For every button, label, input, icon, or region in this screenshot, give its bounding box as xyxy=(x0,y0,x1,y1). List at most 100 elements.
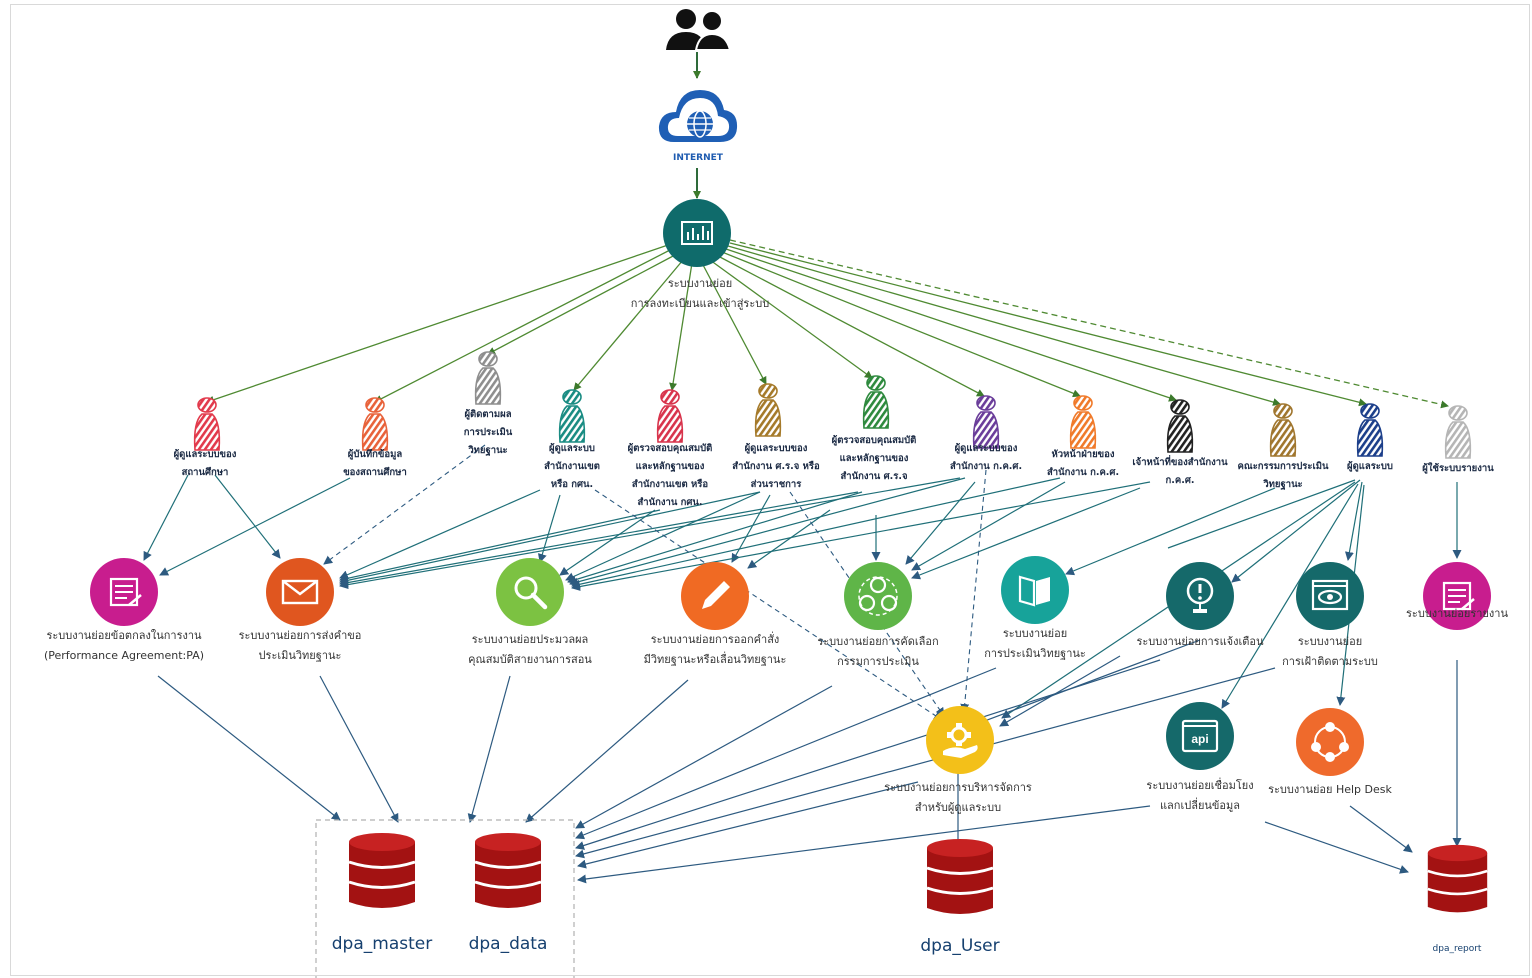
database-icon xyxy=(1426,844,1489,920)
subsystem-label: ระบบงานย่อยการส่งคำขอประเมินวิทยฐานะ xyxy=(210,626,390,666)
role-label: ผู้ตรวจสอบคุณสมบัติและหลักฐานของสำนักงาน… xyxy=(814,432,934,486)
svg-text:api: api xyxy=(1191,732,1208,746)
role-label-line: การประเมิน xyxy=(463,427,513,438)
subsystem-label-line: แลกเปลี่ยนข้อมูล xyxy=(1159,799,1241,812)
subsystem-label: ระบบงานย่อยข้อตกลงในการงาน (Performance A… xyxy=(34,626,214,666)
subsystem-label-line: ระบบงานย่อย xyxy=(1297,635,1363,648)
role-label: หัวหน้าฝ่ายของสำนักงาน ก.ค.ศ. xyxy=(1023,446,1143,482)
role-label: คณะกรรมการประเมินวิทยฐานะ xyxy=(1223,458,1343,494)
role-label-line: ผู้ดูแลระบบ xyxy=(1347,461,1393,472)
subsystem-label-line: การเฝ้าติดตามระบบ xyxy=(1282,655,1378,668)
role-label-line: สำนักงาน กศน. xyxy=(637,497,703,508)
role-label-line: สำนักงานเขต หรือ xyxy=(631,479,709,490)
subsystem-label-line: ระบบงานย่อย Help Desk xyxy=(1268,783,1392,796)
database-label: dpa_User xyxy=(920,936,1000,956)
diagram-frame xyxy=(10,4,1530,976)
subsystem-label-line: ระบบงานย่อย xyxy=(1002,627,1068,640)
subsystem-label: ระบบงานย่อยการออกคำสั่งมีวิทยฐานะหรือเลื… xyxy=(625,630,805,670)
subsystem-label: ระบบงานย่อยเชื่อมโยงแลกเปลี่ยนข้อมูล xyxy=(1110,776,1290,816)
role-label: ผู้บันทึกข้อมูลของสถานศึกษา xyxy=(315,446,435,482)
role-label-line: วิทยฐานะ xyxy=(1263,479,1303,490)
person-icon xyxy=(655,388,685,448)
person-icon xyxy=(1068,394,1098,454)
role-label-line: ผู้ตรวจสอบคุณสมบัติ xyxy=(831,435,917,446)
person-icon xyxy=(1355,402,1385,462)
subsystem-label-line: ระบบงานย่อยการคัดเลือก xyxy=(817,635,939,648)
subsystem-label-line: ระบบงานย่อยการบริหารจัดการ xyxy=(884,781,1032,794)
subsystem-label-line: ระบบงานย่อยเชื่อมโยง xyxy=(1146,779,1254,792)
database-label: dpa_report xyxy=(1432,944,1482,954)
role-label: เจ้าหน้าที่ของสำนักงานก.ค.ศ. xyxy=(1120,454,1240,490)
document-pen-icon xyxy=(1422,561,1492,635)
alert-icon xyxy=(1165,561,1235,635)
role-label-line: ผู้ตรวจสอบคุณสมบัติ xyxy=(627,443,713,454)
role-label-line: ผู้ติดตามผล xyxy=(464,409,512,420)
person-icon xyxy=(753,382,783,442)
subsystem-label: ระบบงานย่อยการแจ้งเตือน xyxy=(1110,632,1290,652)
subsystem-label: ระบบงานย่อยการเฝ้าติดตามระบบ xyxy=(1240,632,1420,672)
role-label-line: ผู้ดูแลระบบของ xyxy=(173,449,237,460)
users-icon xyxy=(664,6,732,52)
subsystem-label-line: ระบบงานย่อยการแจ้งเตือน xyxy=(1136,635,1264,648)
subsystem-label-line: สำหรับผู้ดูแลระบบ xyxy=(914,801,1002,814)
role-label: ผู้ดูแลระบบสำนักงานเขตหรือ กศน. xyxy=(512,440,632,494)
subsystem-label-line: (Performance Agreement:PA) xyxy=(43,649,205,662)
subsystem-label-line: ประเมินวิทยฐานะ xyxy=(258,649,342,662)
role-label-line: สำนักงาน ก.ค.ศ. xyxy=(1046,467,1120,478)
subsystem-label: ระบบงานย่อยรายงาน xyxy=(1367,604,1532,624)
person-icon xyxy=(1443,404,1473,464)
database-icon xyxy=(473,832,543,916)
subsystem-label-line: ระบบงานย่อยประมวลผล xyxy=(471,633,589,646)
hub-label: ระบบงานย่อย การลงทะเบียนและเข้าสู่ระบบ xyxy=(630,277,770,310)
person-icon xyxy=(360,396,390,456)
help-desk-icon xyxy=(1295,707,1365,781)
api-icon: api xyxy=(1165,701,1235,775)
role-label: ผู้ดูแลระบบของสำนักงาน ศ.ร.จ หรือส่วนราช… xyxy=(716,440,836,494)
person-icon xyxy=(192,396,222,456)
person-icon xyxy=(861,374,891,434)
login-registration-hub xyxy=(662,198,732,268)
subsystem-label-line: กรรมการประเมิน xyxy=(837,655,919,668)
subsystem-label-line: การประเมินวิทยฐานะ xyxy=(984,647,1086,660)
role-label-line: คณะกรรมการประเมิน xyxy=(1237,461,1329,472)
database-label: dpa_data xyxy=(468,934,548,954)
role-label-line: ผู้ดูแลระบบของ xyxy=(954,443,1018,454)
document-pen-icon xyxy=(89,557,159,631)
database-icon xyxy=(925,838,995,922)
role-label-line: และหลักฐานของ xyxy=(839,453,909,464)
subsystem-label-line: คุณสมบัติสายงานการสอน xyxy=(468,653,592,666)
subsystem-label: ระบบงานย่อยการประเมินวิทยฐานะ xyxy=(945,624,1125,664)
role-label: ผู้ดูแลระบบของสถานศึกษา xyxy=(145,446,265,482)
role-label-line: ส่วนราชการ xyxy=(750,479,802,490)
role-label-line: และหลักฐานของ xyxy=(635,461,705,472)
magnifier-icon xyxy=(495,557,565,631)
subsystem-label: ระบบงานย่อย Help Desk xyxy=(1240,780,1420,800)
role-label-line: หัวหน้าฝ่ายของ xyxy=(1051,449,1115,460)
role-label-line: ผู้บันทึกข้อมูล xyxy=(347,449,403,460)
subsystem-label-line: ระบบงานย่อยข้อตกลงในการงาน xyxy=(46,629,202,642)
subsystem-label-line: ระบบงานย่อยรายงาน xyxy=(1406,607,1508,620)
group-network-icon xyxy=(843,561,913,635)
role-label-line: วิทยฐานะ xyxy=(468,445,508,456)
subsystem-label-line: ระบบงานย่อยการออกคำสั่ง xyxy=(650,633,780,646)
subsystem-label: ระบบงานย่อยการคัดเลือกกรรมการประเมิน xyxy=(788,632,968,672)
database-label: dpa_master xyxy=(331,934,433,954)
subsystem-label-line: มีวิทยฐานะหรือเลื่อนวิทยฐานะ xyxy=(643,653,787,666)
role-label: ผู้ดูแลระบบของสำนักงาน ก.ค.ศ. xyxy=(926,440,1046,476)
cloud-globe-icon xyxy=(656,80,740,150)
role-label-line: ผู้ใช้ระบบรายงาน xyxy=(1422,463,1494,474)
pencil-icon xyxy=(680,561,750,635)
envelope-icon xyxy=(265,557,335,631)
role-label: ผู้ตรวจสอบคุณสมบัติและหลักฐานของสำนักงาน… xyxy=(610,440,730,512)
role-label-line: สำนักงาน ศ.ร.จ xyxy=(840,471,908,482)
person-icon xyxy=(1165,398,1195,458)
book-icon xyxy=(1000,555,1070,629)
person-icon xyxy=(1268,402,1298,462)
role-label-line: สถานศึกษา xyxy=(181,467,229,478)
role-label-line: เจ้าหน้าที่ของสำนักงาน xyxy=(1132,457,1228,468)
role-label: ผู้ใช้ระบบรายงาน xyxy=(1398,460,1518,478)
subsystem-label: ระบบงานย่อยประมวลผลคุณสมบัติสายงานการสอน xyxy=(440,630,620,670)
internet-label: INTERNET xyxy=(673,153,723,163)
role-label: ผู้ติดตามผลการประเมินวิทยฐานะ xyxy=(428,406,548,460)
role-label: ผู้ดูแลระบบ xyxy=(1310,458,1430,476)
